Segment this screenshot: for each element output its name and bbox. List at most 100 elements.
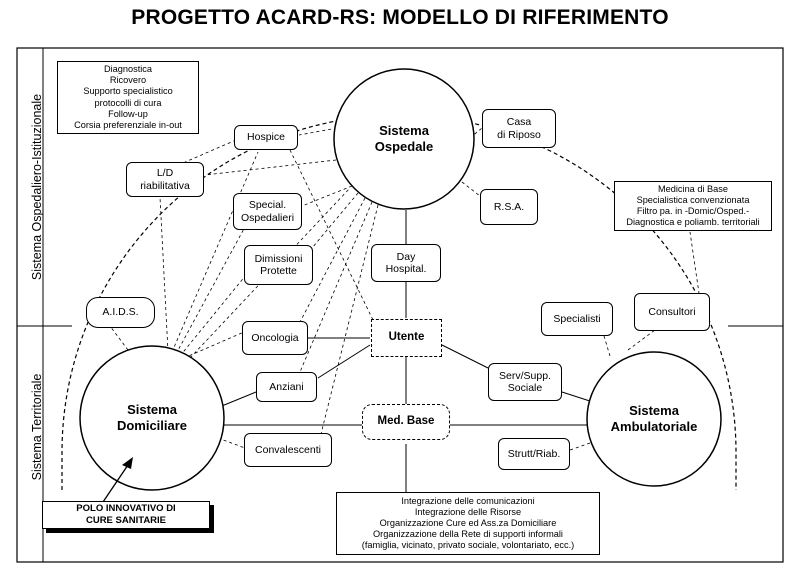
link-amb-specialisti <box>603 335 611 357</box>
node-casa-di-riposo-line: di Riposo <box>497 128 541 141</box>
label-sistema-domiciliare-line: Domiciliare <box>116 418 188 433</box>
link-dom-convalescenti <box>217 437 246 449</box>
link-anziani-utente <box>317 344 371 379</box>
link-dom-hospice <box>171 151 259 353</box>
node-anziani-line: Anziani <box>269 380 304 393</box>
polo-arrow-head <box>122 457 133 469</box>
node-serv-supp-sociale: Serv/Supp.Sociale <box>488 363 562 401</box>
outpatient-functions-box-line: Medicina di Base <box>658 183 728 194</box>
link-ospedale-oncologia <box>299 197 366 323</box>
node-anziani: Anziani <box>256 372 317 402</box>
link-amb-strutt <box>569 442 591 451</box>
hospital-functions-box-line: Supporto specialistico <box>83 86 173 97</box>
label-sistema-ambulatoriale-line: Ambulatoriale <box>610 419 698 434</box>
node-hospice: Hospice <box>234 125 298 150</box>
node-strutt-riab: Strutt/Riab. <box>498 438 570 470</box>
node-med-base-line: Med. Base <box>377 415 435 428</box>
node-day-hospital-line: Hospital. <box>385 263 427 275</box>
outer-frame <box>16 47 784 563</box>
page-title: PROGETTO ACARD-RS: MODELLO DI RIFERIMENT… <box>131 6 669 29</box>
node-day-hospital-line: Day <box>396 250 416 263</box>
hospital-functions-box-line: protocolli di cura <box>94 97 162 108</box>
link-dom-ld <box>159 196 169 353</box>
node-rsa: R.S.A. <box>480 189 538 225</box>
node-special-ospedalieri: Special.Ospedalieri <box>233 193 302 230</box>
node-special-ospedalieri-line: Ospedalieri <box>240 211 295 224</box>
link-hospice-ld <box>182 139 237 164</box>
node-aids: A.I.D.S. <box>86 297 155 328</box>
node-consultori: Consultori <box>634 293 710 331</box>
node-ld-riabilitativa-line: L/D <box>156 167 174 180</box>
node-oncologia-line: Oncologia <box>251 331 299 344</box>
outpatient-functions-box-line: Filtro pa. in -Domic/Osped.- <box>636 206 750 216</box>
link-dom-oncologia <box>183 331 245 359</box>
node-serv-supp-sociale-line: Sociale <box>507 382 543 394</box>
circle-sistema-ambulatoriale <box>586 351 722 487</box>
label-sistema-ambulatoriale-line: Sistema <box>629 403 679 419</box>
node-casa-di-riposo-line: Casa <box>506 116 532 129</box>
node-aids-line: A.I.D.S. <box>102 306 139 319</box>
label-sistema-domiciliare-line: Sistema <box>127 402 177 418</box>
outpatient-functions-box-line: Specialistica convenzionata <box>636 194 750 205</box>
integration-notes-box-line: Organizzazione Cure ed Ass.za Domiciliar… <box>379 517 557 528</box>
link-ospedale-hospice <box>298 127 338 136</box>
side-label-ospedaliero: Sistema Ospedaliero-Istituzionale <box>30 93 44 281</box>
node-oncologia: Oncologia <box>242 321 308 355</box>
node-convalescenti-line: Convalescenti <box>255 443 321 456</box>
integration-notes-box-line: (famiglia, vicinato, privato sociale, vo… <box>361 540 575 551</box>
node-serv-supp-sociale-line: Serv/Supp. <box>499 369 551 382</box>
link-dom-dimissioni <box>179 274 247 357</box>
integration-notes-box-line: Organizzazione della Rete di supporti in… <box>373 529 563 540</box>
node-convalescenti: Convalescenti <box>244 433 332 467</box>
node-specialisti-line: Specialisti <box>553 312 601 325</box>
polo-innovativo-box-line: CURE SANITARIE <box>85 515 167 526</box>
node-hospice-line: Hospice <box>247 131 285 144</box>
hospital-functions-box-line: Ricovero <box>109 75 147 86</box>
link-ospedale-rsa <box>461 181 481 197</box>
circle-sistema-domiciliare <box>79 345 225 491</box>
node-dimissioni-protette-line: Dimissioni <box>254 252 303 265</box>
node-specialisti: Specialisti <box>541 302 613 336</box>
label-sistema-ospedale-line: Ospedale <box>374 139 434 154</box>
node-utente: Utente <box>371 319 442 357</box>
link-amb-consultori <box>627 329 656 351</box>
node-ld-riabilitativa-line: riabilitativa <box>140 179 190 192</box>
integration-notes-box-line: Integrazione delle comunicazioni <box>401 495 535 506</box>
node-consultori-line: Consultori <box>648 305 696 318</box>
node-med-base: Med. Base <box>362 404 450 440</box>
node-utente-line: Utente <box>388 331 425 344</box>
side-label-territoriale: Sistema Territoriale <box>30 373 44 481</box>
outpatient-functions-box-line: Diagnostica e poliamb. territoriali <box>626 217 760 228</box>
node-dimissioni-protette-line: Protette <box>260 265 297 277</box>
link-ospedale-anziani <box>299 201 373 373</box>
integration-notes-box-line: Integrazione delle Risorse <box>414 506 522 517</box>
polo-innovativo-box-line: POLO INNOVATIVO DI <box>76 503 176 515</box>
label-sistema-ospedale-line: Sistema <box>379 123 429 139</box>
polo-arrow-line <box>102 461 131 503</box>
hospital-functions-box-line: Diagnostica <box>103 64 152 75</box>
node-special-ospedalieri-line: Special. <box>248 199 287 212</box>
hospital-functions-box-line: Corsia preferenziale in-out <box>74 119 182 130</box>
circle-sistema-ospedale <box>333 68 475 210</box>
node-rsa-line: R.S.A. <box>493 200 525 213</box>
link-dom-special <box>175 224 247 355</box>
link-dom-aids <box>109 325 129 351</box>
link-ospedale-convalescenti <box>319 204 379 439</box>
node-strutt-riab-line: Strutt/Riab. <box>507 447 561 460</box>
link-ospedale-ld <box>204 159 337 176</box>
link-utente-serv <box>441 344 489 369</box>
link-hospice-utente <box>289 149 375 323</box>
